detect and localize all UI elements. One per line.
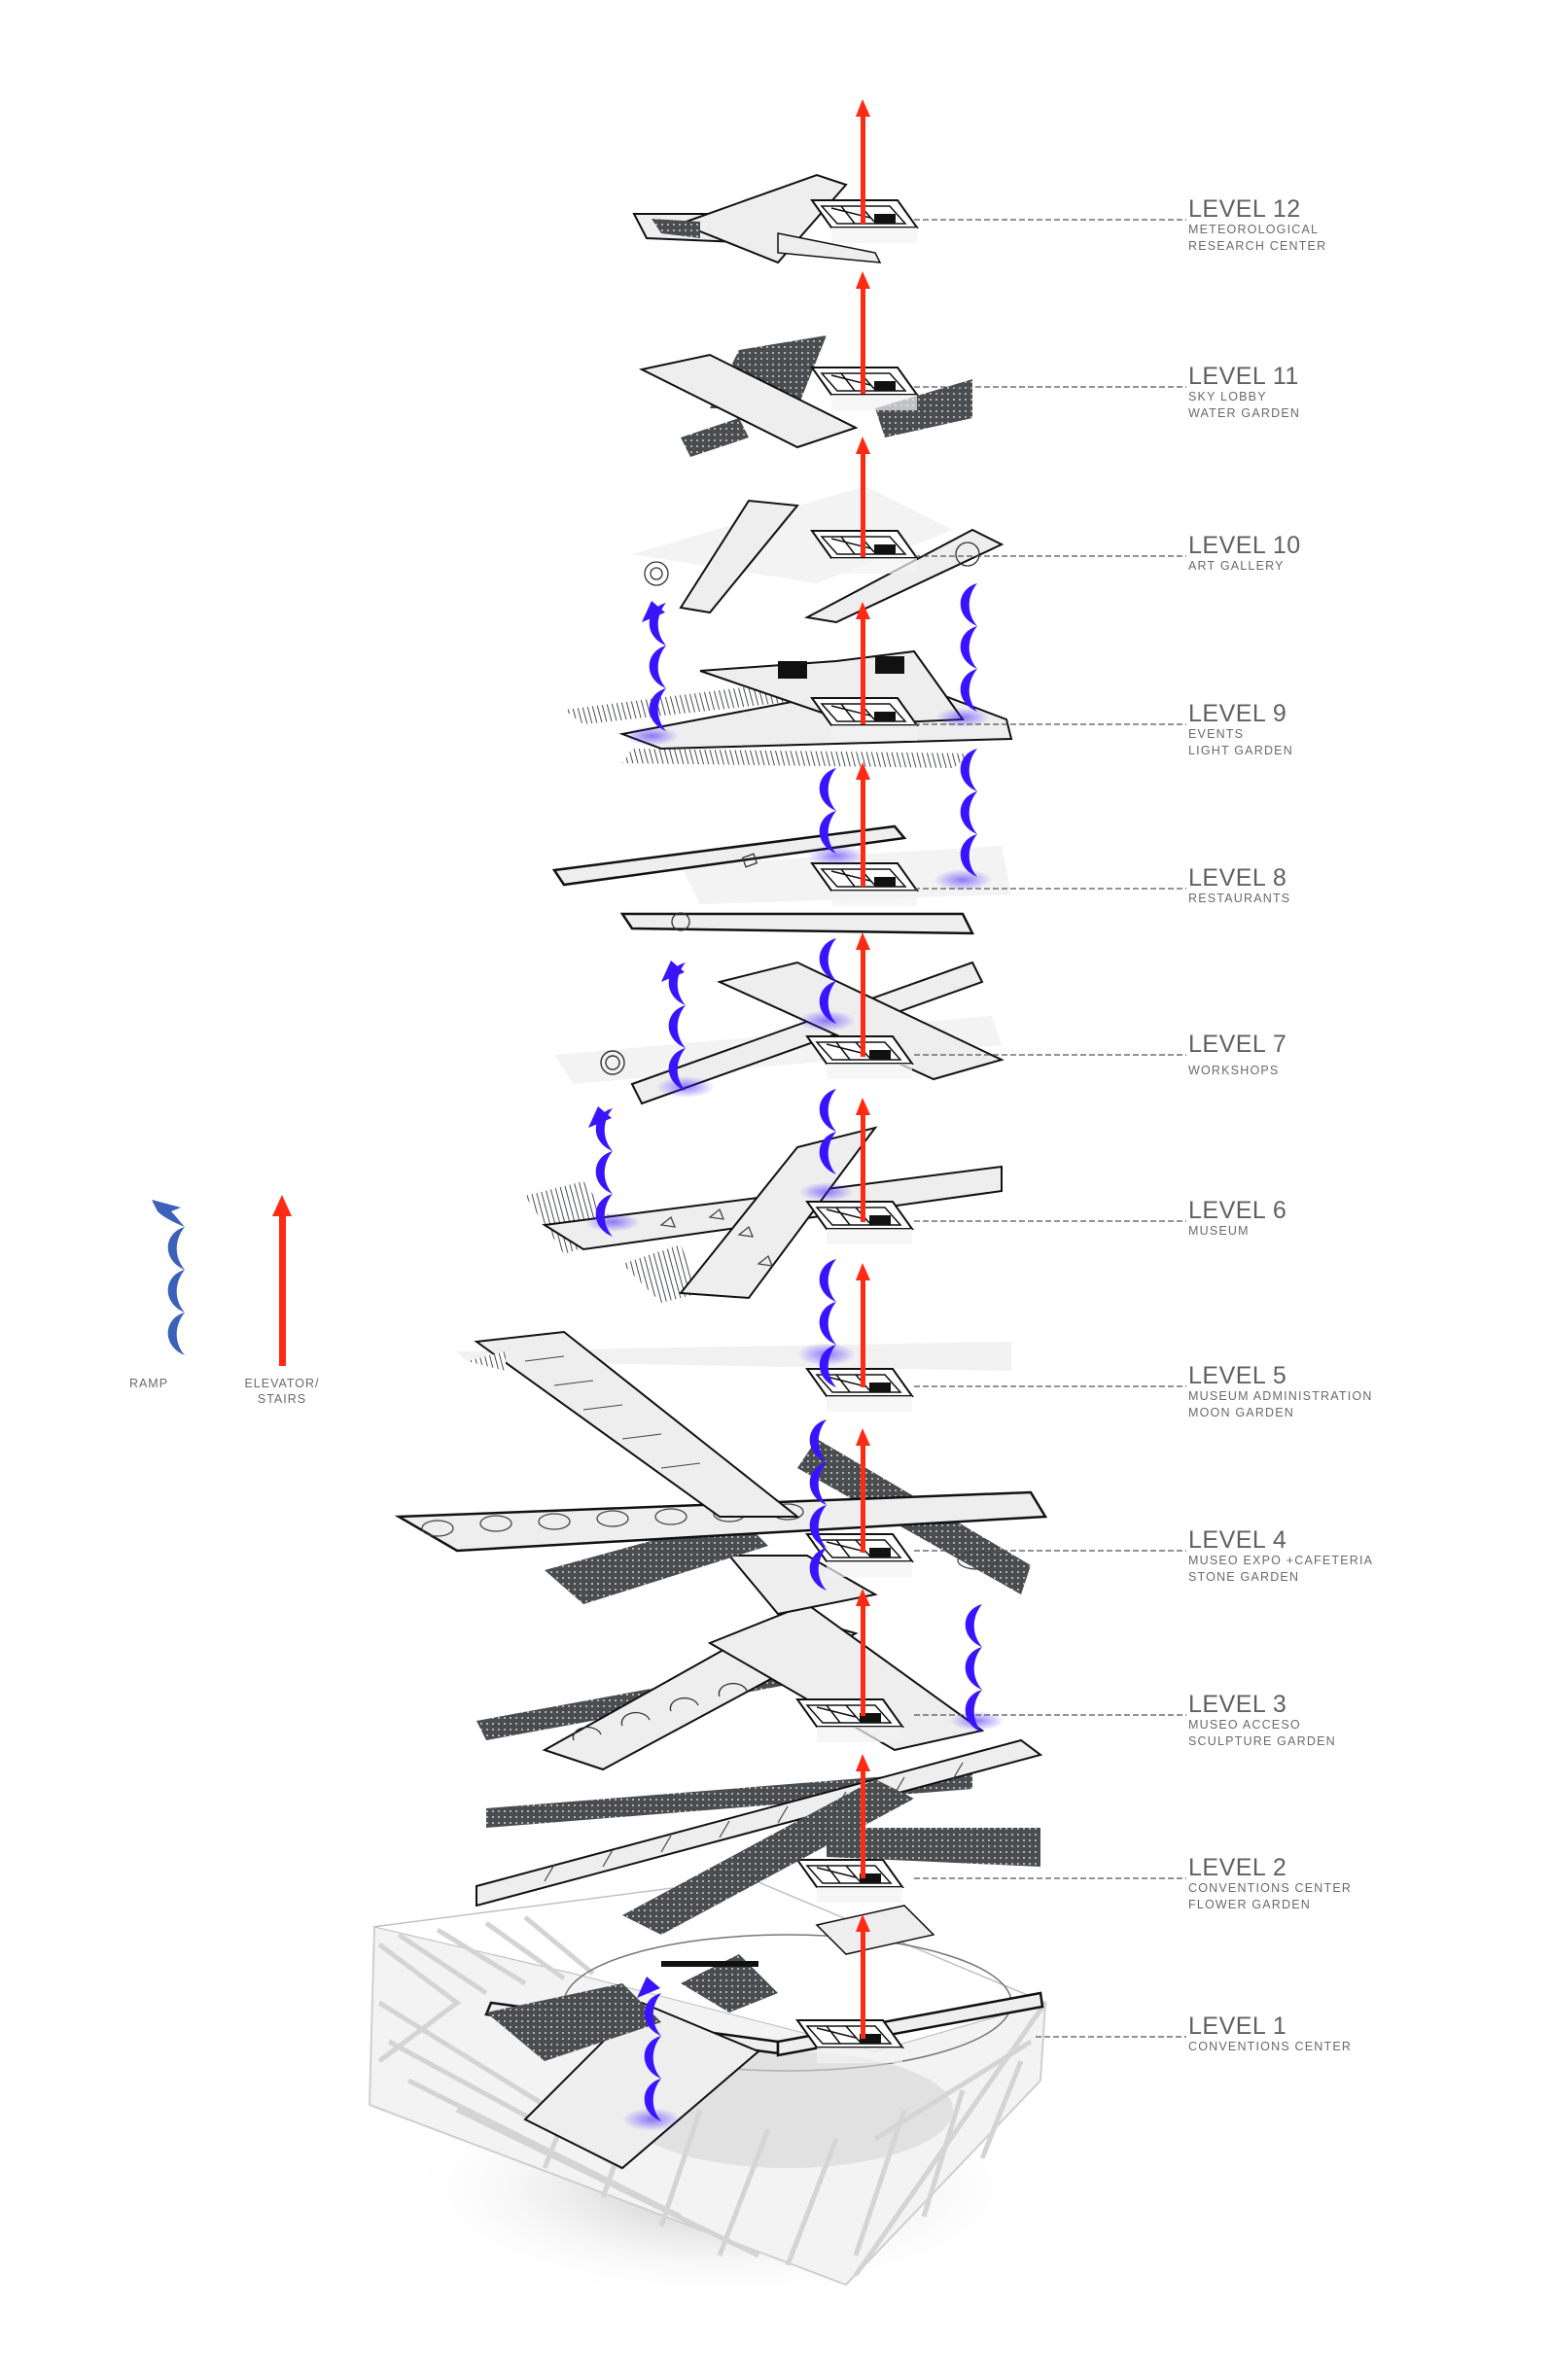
level-program: MUSEUM xyxy=(1188,1224,1250,1238)
level-title: LEVEL 6 xyxy=(1188,1197,1287,1224)
level-3-label: LEVEL 3 MUSEO ACCESO SCULPTURE GARDEN xyxy=(1188,1692,1336,1750)
level-program: SCULPTURE GARDEN xyxy=(1188,1734,1336,1748)
level-7-plate xyxy=(554,961,1005,1105)
level-12-plate xyxy=(632,173,918,264)
level-2-plate xyxy=(476,1738,1043,1935)
level-title: LEVEL 1 xyxy=(1188,2012,1287,2040)
level-title: LEVEL 11 xyxy=(1188,363,1299,390)
level-program: WORKSHOPS xyxy=(1188,1064,1280,1077)
level-title: LEVEL 2 xyxy=(1188,1854,1287,1881)
level-program: SKY LOBBY xyxy=(1188,390,1267,403)
level-4-label: LEVEL 4 MUSEO EXPO +CAFETERIA STONE GARD… xyxy=(1188,1527,1373,1586)
ramp-spiral-arrow-icon xyxy=(152,1200,185,1355)
level-4-plate xyxy=(394,1439,1048,1604)
level-title: LEVEL 10 xyxy=(1188,532,1301,559)
level-program: EVENTS xyxy=(1188,727,1245,741)
legend-elevator-line1: ELEVATOR/ xyxy=(244,1377,320,1390)
level-5-label: LEVEL 5 MUSEUM ADMINISTRATION MOON GARDE… xyxy=(1188,1363,1373,1421)
level-title: LEVEL 12 xyxy=(1188,195,1301,223)
level-program: MOON GARDEN xyxy=(1188,1406,1295,1419)
level-10-plate xyxy=(632,486,1005,624)
level-7-label: LEVEL 7 WORKSHOPS xyxy=(1188,1032,1287,1079)
level-5-plate xyxy=(457,1330,1011,1518)
level-program: MUSEUM ADMINISTRATION xyxy=(1188,1389,1373,1403)
level-program: CONVENTIONS CENTER xyxy=(1188,1881,1353,1895)
level-title: LEVEL 4 xyxy=(1188,1526,1287,1554)
level-program: RESEARCH CENTER xyxy=(1188,239,1327,253)
level-6-plate xyxy=(525,1126,1003,1303)
level-title: LEVEL 8 xyxy=(1188,864,1287,892)
level-1-plate xyxy=(484,1859,1044,2170)
level-8-label: LEVEL 8 RESTAURANTS xyxy=(1188,865,1290,907)
level-2-label: LEVEL 2 CONVENTIONS CENTER FLOWER GARDEN xyxy=(1188,1855,1352,1913)
level-6-label: LEVEL 6 MUSEUM xyxy=(1188,1198,1287,1240)
level-connector-lines xyxy=(914,219,1186,2038)
legend-elevator-label: ELEVATOR/ STAIRS xyxy=(238,1376,326,1407)
level-program: STONE GARDEN xyxy=(1188,1570,1300,1584)
legend-elevator-line2: STAIRS xyxy=(257,1392,307,1406)
legend-ramp-label: RAMP xyxy=(128,1377,169,1390)
level-program: MUSEO ACCESO xyxy=(1188,1718,1301,1732)
level-title: LEVEL 5 xyxy=(1188,1362,1287,1389)
level-12-label: LEVEL 12 METEOROLOGICAL RESEARCH CENTER xyxy=(1188,196,1326,255)
elevator-arrow-icon xyxy=(272,1195,292,1366)
level-program: FLOWER GARDEN xyxy=(1188,1898,1312,1911)
level-program: RESTAURANTS xyxy=(1188,892,1291,905)
elevator-arrows xyxy=(856,99,870,2039)
level-8-plate xyxy=(551,824,1011,935)
level-11-label: LEVEL 11 SKY LOBBY WATER GARDEN xyxy=(1188,364,1300,422)
level-title: LEVEL 9 xyxy=(1188,700,1287,727)
level-1-label: LEVEL 1 CONVENTIONS CENTER xyxy=(1188,2013,1352,2055)
level-program: METEOROLOGICAL xyxy=(1188,223,1320,236)
level-program: MUSEO EXPO +CAFETERIA xyxy=(1188,1554,1374,1567)
level-program: LIGHT GARDEN xyxy=(1188,744,1293,757)
level-11-plate xyxy=(639,335,972,457)
level-program: ART GALLERY xyxy=(1188,559,1285,573)
level-9-plate xyxy=(564,649,1013,768)
level-program: CONVENTIONS CENTER xyxy=(1188,2040,1353,2053)
level-program: WATER GARDEN xyxy=(1188,406,1301,420)
level-title: LEVEL 7 xyxy=(1188,1031,1287,1058)
level-10-label: LEVEL 10 ART GALLERY xyxy=(1188,533,1301,575)
ramp-spirals xyxy=(588,583,982,2131)
level-3-plate xyxy=(476,1555,1005,1771)
level-9-label: LEVEL 9 EVENTS LIGHT GARDEN xyxy=(1188,701,1293,759)
level-title: LEVEL 3 xyxy=(1188,1691,1287,1718)
